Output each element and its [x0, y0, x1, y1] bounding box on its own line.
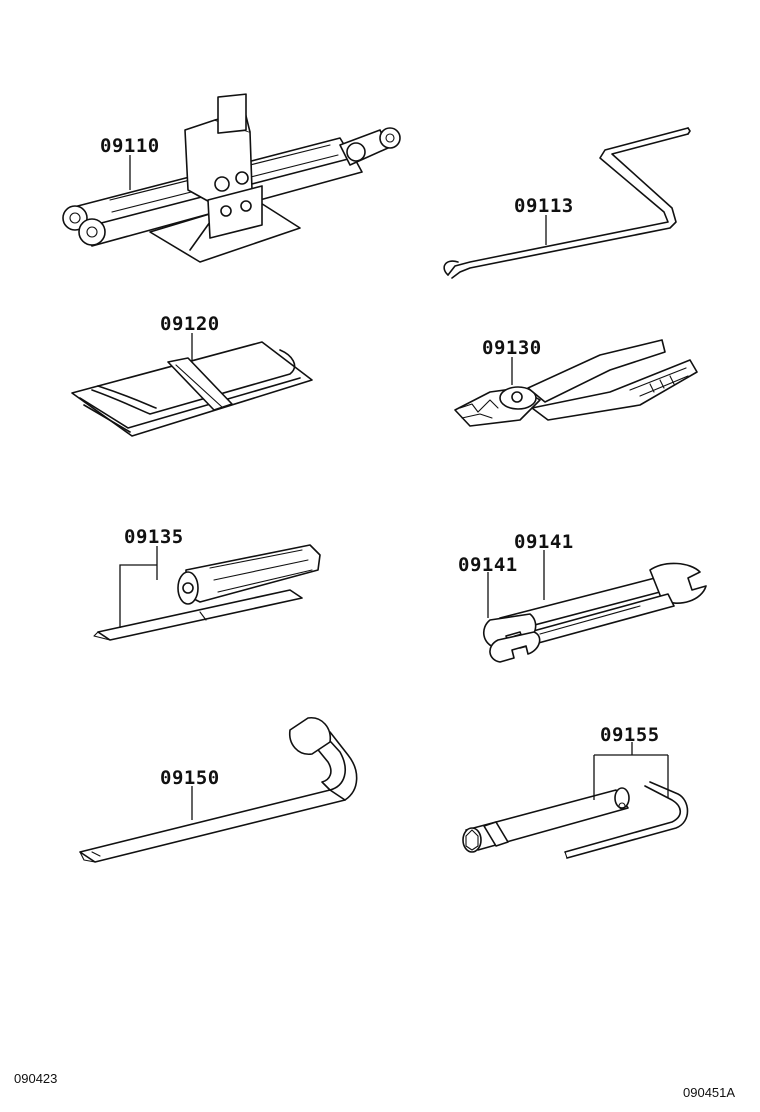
diagram-code-right: 090451A [683, 1085, 735, 1100]
pliers-icon [454, 339, 698, 427]
diagram-code-left: 090423 [14, 1071, 57, 1086]
socket-bar-icon [462, 781, 689, 859]
part-number-wrench-a: 09141 [514, 531, 574, 553]
part-number-pliers: 09130 [482, 337, 542, 359]
screwdriver-icon [93, 544, 321, 641]
part-number-jack: 09110 [100, 135, 160, 157]
scissor-jack-icon [62, 93, 401, 263]
part-number-jack-handle: 09113 [514, 195, 574, 217]
wrench-icon [483, 562, 707, 663]
jack-handle-icon [443, 127, 691, 279]
part-number-tool-set: 09155 [600, 724, 660, 746]
wheel-nut-wrench-icon [79, 717, 358, 863]
part-number-tool-bag: 09120 [160, 313, 220, 335]
part-number-screwdriver: 09135 [124, 526, 184, 548]
leader-tool-set [593, 742, 669, 800]
part-number-wheel-nut-wrench: 09150 [160, 767, 220, 789]
tool-bag-icon [71, 341, 313, 437]
leader-screwdriver [119, 546, 158, 628]
part-number-wrench-b: 09141 [458, 554, 518, 576]
